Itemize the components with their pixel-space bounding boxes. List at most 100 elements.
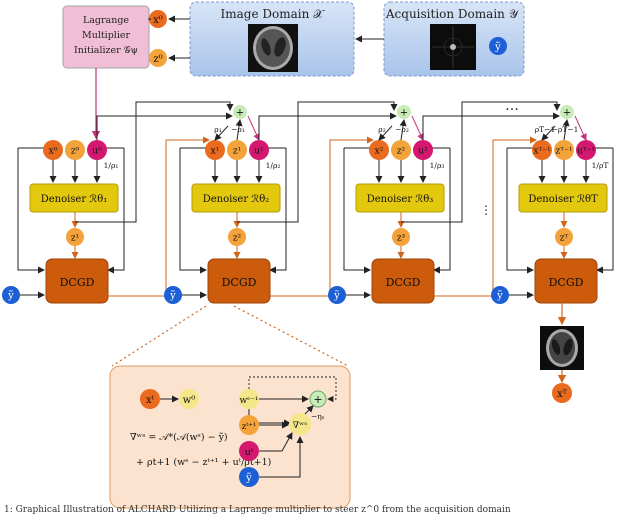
stage-3-zout-node — [392, 228, 410, 246]
stage-3-rho-plus-label: ρ₂ — [378, 125, 385, 134]
stage-4-rho-minus-label: −ρT−1 — [552, 125, 579, 134]
stage-4-sum-node-label: + — [563, 108, 571, 119]
final-x-node — [552, 383, 572, 403]
stage-1-ytilde-node — [2, 286, 20, 304]
z0-top-node — [149, 49, 167, 67]
ellipsis-top: … — [505, 98, 519, 114]
stage-2-x-node-label: x¹ — [211, 147, 220, 157]
svg-text:+: + — [313, 393, 322, 406]
stage-4-dcgd-label: DCGD — [549, 276, 584, 289]
stage-3-sum-node-label: + — [400, 108, 408, 119]
stage-2-z-node-label: z¹ — [233, 147, 241, 157]
svg-text:w⁰: w⁰ — [183, 395, 196, 406]
svg-text:wˢ⁻¹: wˢ⁻¹ — [239, 396, 258, 406]
stage-3-u-node-label: u² — [418, 147, 428, 157]
vdots-mid: ⋮ — [480, 203, 492, 217]
stage-4-sum-node — [560, 105, 574, 119]
image-domain-box: Image Domain 𝒳 — [189, 1, 355, 77]
svg-text:xᵀ: xᵀ — [557, 389, 568, 400]
zoom-xt-node — [140, 389, 160, 409]
acq-domain-title: Acquisition Domain 𝒴 — [385, 7, 520, 21]
stage-3-denoiser-label: Denoiser ℛθ₃ — [367, 194, 434, 205]
stage-4-u-node-label: uᵀ⁻¹ — [577, 147, 595, 157]
svg-text:ỹ: ỹ — [245, 473, 252, 484]
stage-2-zout-node — [228, 228, 246, 246]
stage-4-x-node — [532, 140, 552, 160]
stage-4-zout-node-label: zᵀ — [560, 234, 569, 244]
lagrange-line-2: Multiplier — [82, 30, 131, 41]
stage-4-denoiser-label: Denoiser ℛθT — [528, 194, 598, 205]
svg-text:uᵗ: uᵗ — [245, 447, 254, 458]
zoom-ut-node — [239, 441, 259, 461]
stage-1-u-node — [87, 140, 107, 160]
stage-3-x-node — [369, 140, 389, 160]
zoom-w0-node — [179, 389, 199, 409]
stage-2-denoiser-label: Denoiser ℛθ₂ — [203, 194, 270, 205]
zoom-ytilde-node — [239, 467, 259, 487]
zoom-sum-node — [309, 390, 327, 408]
stage-1-u-node-label: u⁰ — [92, 147, 102, 157]
stage-2-rho-plus-label: ρ₁ — [214, 125, 221, 134]
stage-3-ytilde-node-label: ỹ — [333, 291, 340, 302]
svg-text:zᵗ⁺¹: zᵗ⁺¹ — [242, 422, 256, 432]
dcgd-zoom-inset: xᵗ w⁰ ∇ʷˢ = 𝒜*(𝒜(wˢ) − ỹ) + ρt+1 (wˢ − z… — [109, 365, 351, 509]
stage-1-zout-node — [66, 228, 84, 246]
zoom-eta-label: −ηₛ — [311, 412, 325, 421]
svg-text:z⁰: z⁰ — [153, 54, 162, 65]
stage-4-rho-label: 1/ρT — [592, 161, 609, 170]
stage-4-ytilde-node — [491, 286, 509, 304]
stage-4-x-node-label: xᵀ⁻¹ — [533, 147, 550, 157]
stage-2-u-node — [249, 140, 269, 160]
stage-3-ytilde-node — [328, 286, 346, 304]
stage-3-rho-minus-label: −ρ₂ — [395, 125, 409, 134]
stage-3-rho-label: 1/ρ₃ — [430, 161, 445, 170]
stage-3-dcgd-box — [371, 258, 435, 304]
zoom-equation-line-1: ∇ʷˢ = 𝒜*(𝒜(wˢ) − ỹ) — [130, 432, 228, 443]
stage-1-dcgd-label: DCGD — [60, 276, 95, 289]
stage-4-z-node — [554, 140, 574, 160]
stage-2-ytilde-node — [164, 286, 182, 304]
stage-1-denoiser-label: Denoiser ℛθ₁ — [41, 194, 108, 205]
zoom-ws1-node — [239, 389, 259, 409]
svg-text:ỹ: ỹ — [494, 42, 501, 53]
image-domain-title: Image Domain 𝒳 — [221, 7, 326, 21]
x0-top-node — [149, 10, 167, 28]
stage-1-x-node-label: x⁰ — [49, 147, 58, 157]
stage-4-rho-plus-label: ρT−1 — [535, 125, 555, 134]
stage-1-rho-label: 1/ρ₁ — [104, 161, 119, 170]
svg-text:xᵗ: xᵗ — [146, 395, 155, 406]
lagrange-initializer-box: Lagrange Multiplier Initializer 𝒢ψ — [62, 5, 150, 69]
stage-3-u-node — [413, 140, 433, 160]
stage-2-u-node-label: u¹ — [254, 147, 263, 157]
stage-4-z-node-label: zᵀ⁻¹ — [556, 147, 573, 157]
zoom-equation-line-2: + ρt+1 (wˢ − zᵗ⁺¹ + uᵗ/ρt+1) — [136, 457, 271, 468]
zoom-link-right — [233, 305, 349, 367]
stage-2-sum-node-label: + — [236, 108, 244, 119]
zoom-link-left — [111, 305, 207, 367]
stage-2-dcgd-box — [207, 258, 271, 304]
stage-3-dcgd-label: DCGD — [386, 276, 421, 289]
stage-2-zout-node-label: z² — [233, 234, 242, 244]
stage-1-x-node — [43, 140, 63, 160]
stage-4-denoiser-box — [518, 183, 608, 213]
lagrange-line-3: Initializer 𝒢ψ — [74, 45, 138, 56]
stage-1-denoiser-box — [29, 183, 119, 213]
final-output: xᵀ — [540, 302, 584, 403]
stage-4-ytilde-node-label: ỹ — [496, 291, 503, 302]
stage-3-z-node — [391, 140, 411, 160]
stage-2-x-node — [205, 140, 225, 160]
stage-2-ytilde-node-label: ỹ — [169, 291, 176, 302]
stage-1-zout-node-label: z¹ — [71, 234, 79, 244]
stage-3-zout-node-label: z³ — [397, 234, 406, 244]
stage-1-dcgd-box — [45, 258, 109, 304]
stage-3-z-node-label: z² — [397, 147, 406, 157]
stage-3-x-node-label: x² — [375, 147, 384, 157]
stage-2-z-node — [227, 140, 247, 160]
stage-1-z-node — [65, 140, 85, 160]
caption-fragment: 1: Graphical Illustration of ALCHARD Uti… — [4, 505, 511, 514]
stage-4-dcgd-box — [534, 258, 598, 304]
stage-2-rho-minus-label: −ρ₁ — [231, 125, 245, 134]
stage-3-sum-node — [397, 105, 411, 119]
